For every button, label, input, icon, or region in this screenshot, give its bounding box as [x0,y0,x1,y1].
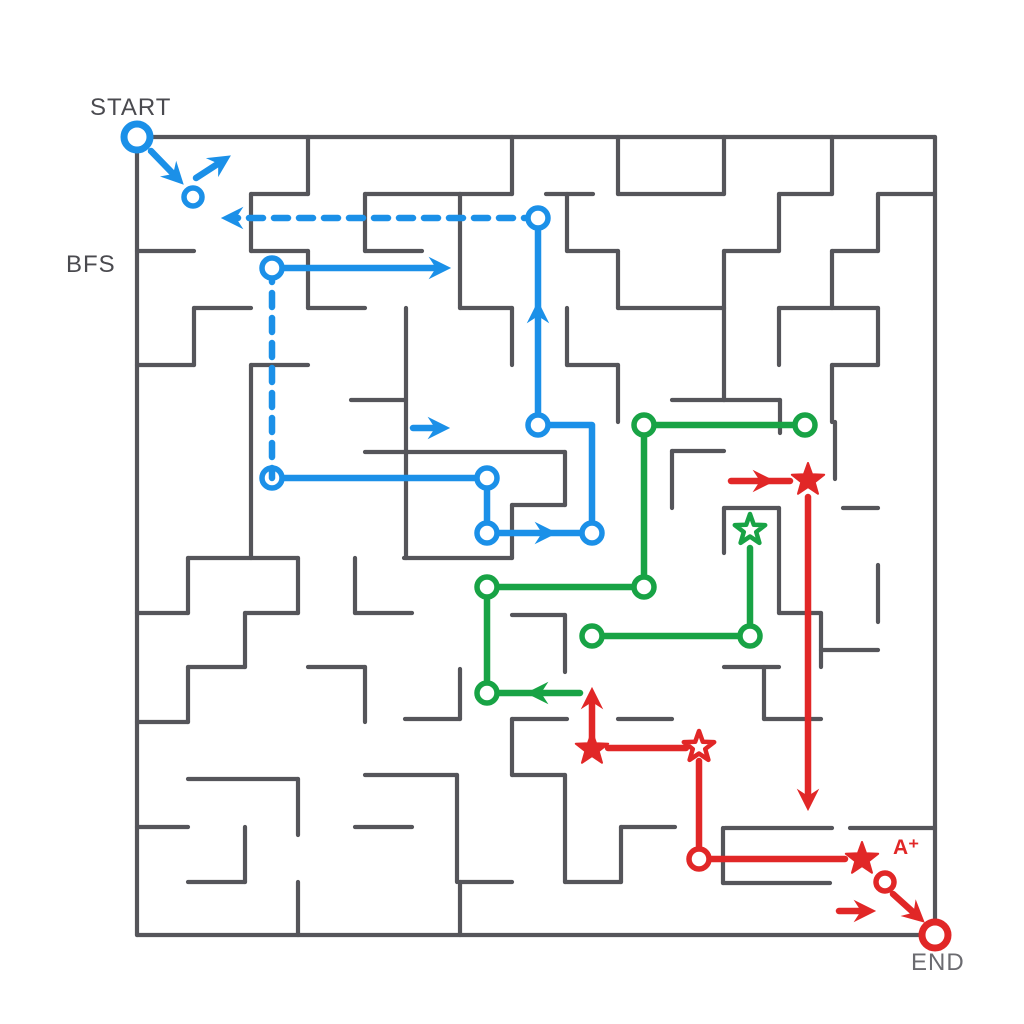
bfs-path-arrow [192,159,224,182]
open-star-marker [681,728,717,763]
arrowhead-icon [534,521,558,545]
end-node [918,918,952,952]
start-node [120,120,154,154]
path-node [631,412,657,438]
arrowhead-icon [205,155,231,178]
star-marker [574,731,610,764]
arrowhead-icon [427,416,451,440]
path-node [259,255,285,281]
star-marker [790,462,826,495]
path-node [873,870,897,894]
start-label: START [90,94,172,121]
path-node [525,205,551,231]
path-node [474,574,500,600]
bfs-path [120,120,605,546]
arrowhead-icon [900,899,925,923]
star-marker [844,841,880,874]
path-node [474,520,500,546]
arrowhead-icon [580,686,604,710]
astar-algorithm-label: A⁺ [893,836,920,859]
path-node [181,185,205,209]
arrowhead-icon [796,788,820,812]
bfs-path-arrow [147,147,178,179]
arrowhead-icon [428,256,452,280]
arrowhead-icon [159,160,184,185]
arrowhead-icon [525,681,549,705]
bfs-algorithm-label: BFS [66,251,116,278]
path-node [474,680,500,706]
path-node [579,623,605,649]
arrowhead-icon [752,469,776,493]
path-node [737,623,763,649]
green-goal-star [732,511,768,546]
path-node [525,412,551,438]
arrowhead-icon [220,206,244,230]
path-node [686,846,712,872]
arrowhead-icon [526,300,550,324]
end-label: END [911,949,965,976]
path-node [792,412,818,438]
path-node [631,574,657,600]
astar-path [574,462,952,952]
astar-path-arrow [889,890,919,918]
maze-walls [134,134,938,938]
path-node [579,520,605,546]
path-node [474,465,500,491]
bfs-path-segment [534,421,596,537]
arrowhead-icon [853,899,877,923]
green-path [474,412,818,706]
